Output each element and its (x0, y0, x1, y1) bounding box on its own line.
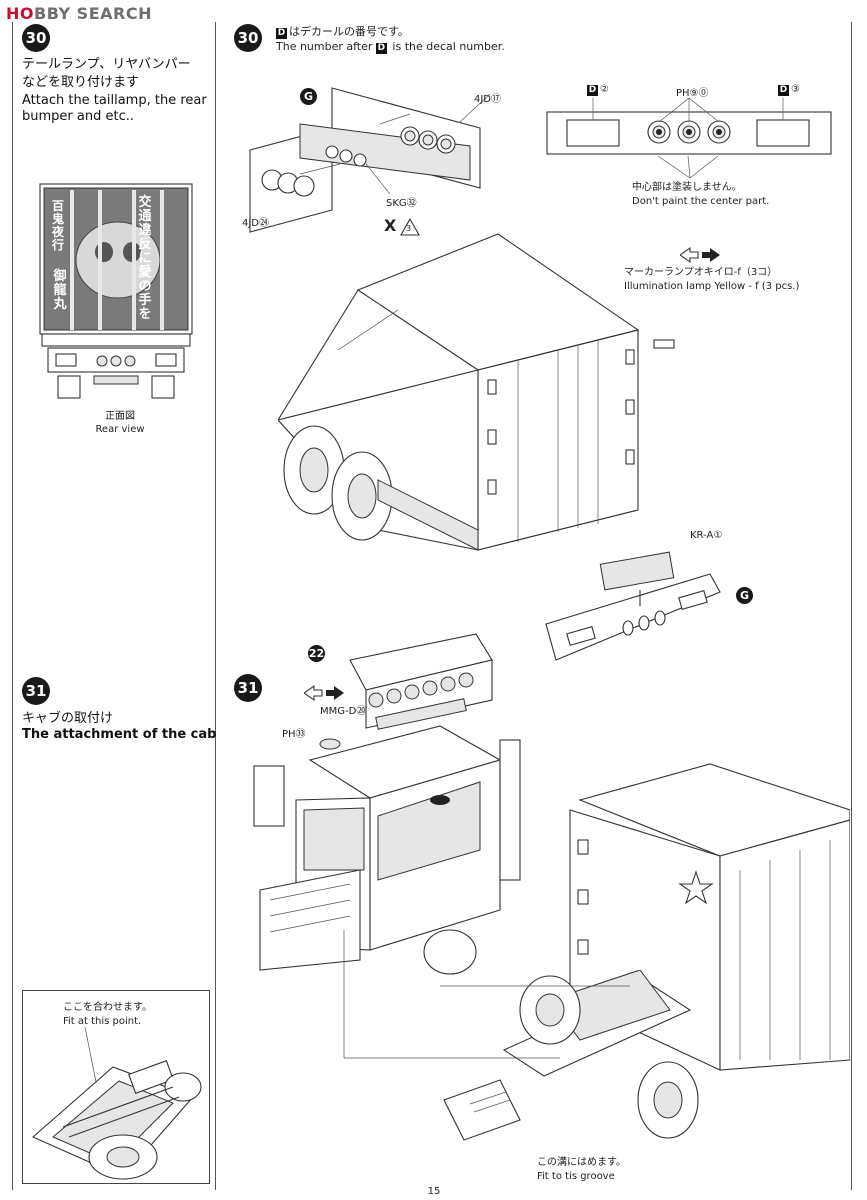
part-ph-93-label: PH㉝ (282, 729, 306, 740)
part-skg-82-label: SKG㉜ (386, 198, 417, 209)
part-22-marker: 22 (308, 645, 325, 662)
hobby-search-logo: HOBBY SEARCH (6, 4, 152, 23)
chassis-illustration (443, 970, 699, 1141)
marker-lamp-note-en: Illumination lamp Yellow - f (3 pcs.) (624, 281, 800, 292)
taillamp-assembly-illustration (249, 87, 491, 233)
logo-rest: BBY SEARCH (34, 4, 152, 23)
groove-note-en: Fit to tis groove (537, 1171, 615, 1182)
center-part-leader-lines (657, 156, 719, 179)
step-30-title-jp-1: テールランプ、リヤバンパー (22, 57, 191, 72)
column-divider (215, 22, 216, 1190)
step-30-badge-left: 30 (22, 24, 50, 52)
part-mmg-d-20-label: MMG-D⑳ (320, 706, 367, 717)
direction-arrow-icon-2 (304, 684, 344, 702)
step-31-badge-left: 31 (22, 677, 50, 705)
part-kr-a-1-label: KR-A① (690, 530, 723, 541)
step-30-title-jp-2: などを取り付けます (22, 75, 140, 90)
center-part-note-en: Don't paint the center part. (632, 196, 770, 207)
frame-right-border (851, 22, 852, 1190)
groove-note-jp: この溝にはめます。 (537, 1157, 626, 1168)
part-g-marker-1: G (300, 88, 317, 105)
rear-sign-text-2: 百鬼夜行 (51, 199, 64, 252)
center-part-note-jp: 中心部は塗装しません。 (632, 182, 742, 193)
rear-view-illustration (39, 183, 193, 399)
logo-o: O (19, 4, 34, 23)
part-4jd-24-label: 4JD㉔ (242, 218, 270, 229)
part-4jd-17-label: 4JD⑰ (474, 94, 502, 105)
step-30-badge-right: 30 (234, 24, 262, 52)
decal-box-icon: D (375, 43, 387, 54)
warning-triangle-icon (400, 218, 420, 236)
inset-caption-en: Fit at this point. (63, 1016, 142, 1027)
container-rear-illustration (278, 233, 675, 551)
step-31-badge-right: 31 (234, 674, 262, 702)
marker-lamp-note-jp: マーカーランプオキイロ-f（3コ） (624, 267, 778, 278)
rear-sign-text-1: 交通違反に愛の手を (138, 195, 152, 322)
decal-ph90-label: PH⑨⓪ (676, 88, 709, 99)
decal-box-icon: D (276, 28, 287, 39)
step-30-title-en-1: Attach the taillamp, the rear (22, 93, 207, 108)
part-g-marker-2: G (736, 587, 753, 604)
rear-bumper-illustration (545, 551, 721, 661)
step-30-title-en-2: bumper and etc.. (22, 109, 134, 124)
decal-note-en: The number after D is the decal number. (276, 40, 505, 54)
rear-view-caption-en: Rear view (95, 424, 145, 435)
step-31-title-jp: キャブの取付け (22, 711, 114, 726)
rear-sign-text-3: 御龍丸 (53, 269, 67, 312)
inset-caption-jp: ここを合わせます。 (63, 1002, 152, 1013)
alignment-leader-lines (343, 930, 630, 1059)
rear-view-caption-jp: 正面図 (105, 411, 135, 422)
page-number: 15 (427, 1186, 441, 1197)
fit-point-inset: ここを合わせます。 Fit at this point. (22, 990, 210, 1184)
frame-left-border (12, 22, 13, 1190)
direction-arrow-icon (680, 246, 720, 264)
logo-h: H (6, 4, 20, 23)
rear-decal-strip-illustration (546, 98, 832, 155)
step-31-title-en: The attachment of the cab (22, 727, 217, 742)
truck-cab-illustration (253, 725, 521, 975)
warning-x-icon: X (384, 216, 397, 235)
warning-triangle-number: 3 (406, 224, 412, 233)
inset-chassis-illustration (31, 1027, 202, 1180)
roof-rack-illustration (349, 633, 493, 730)
